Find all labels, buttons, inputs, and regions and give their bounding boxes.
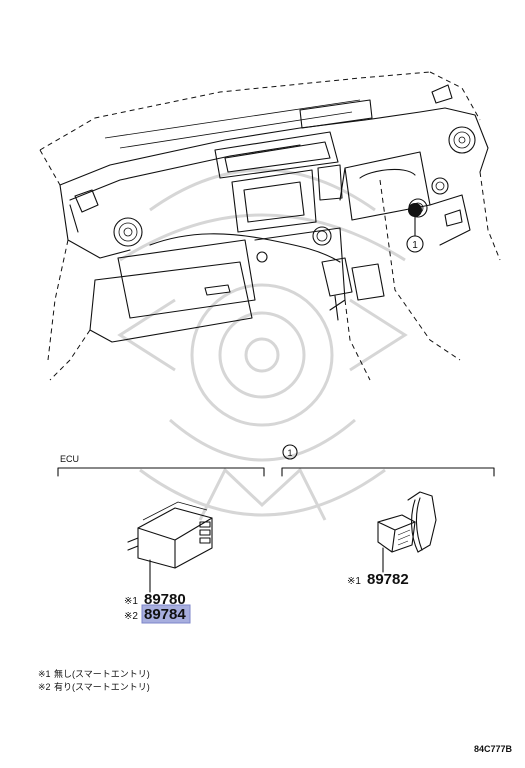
note-2: ※2 有り(スマートエントリ)	[38, 681, 150, 692]
dash-callout-number: 1	[412, 240, 418, 251]
callout-1-label: 1	[287, 448, 292, 458]
part-89782-mark: ※1	[347, 576, 361, 587]
ecu-group-label: ECU	[60, 454, 79, 464]
part-89780-mark: ※1	[124, 596, 138, 607]
notes: ※1 無し(スマートエントリ) ※2 有り(スマートエントリ)	[38, 668, 150, 692]
part-89784-mark: ※2	[124, 611, 138, 622]
ecu-group: ECU ※1 89780 ※2 89784	[57, 454, 265, 624]
part-89784-highlight	[141, 604, 191, 624]
note-1: ※1 無し(スマートエントリ)	[38, 668, 150, 679]
note-1-mark: ※1	[38, 669, 51, 679]
part-89784-number: 89784	[144, 606, 186, 623]
part-89782-number: 89782	[367, 571, 409, 588]
watermark-emblem	[117, 168, 408, 521]
part-89782-label[interactable]: ※1 89782	[347, 571, 409, 588]
part-89780-number: 89780	[144, 591, 186, 608]
part-89784-label[interactable]: ※2 89784	[124, 604, 191, 624]
note-2-text: 有り(スマートエントリ)	[54, 681, 150, 692]
dashboard-illustration	[39, 71, 501, 381]
dash-callout-marker[interactable]: 1	[406, 235, 424, 253]
ecu-module-drawing	[127, 501, 213, 593]
diagram-code: 84C777B	[474, 744, 513, 754]
part-89780-label[interactable]: ※1 89780	[124, 591, 186, 608]
sensor-bracket-drawing	[377, 491, 437, 573]
callout-1-group: 1 ※1 89782	[281, 444, 495, 588]
note-2-mark: ※2	[38, 682, 51, 692]
note-1-text: 無し(スマートエントリ)	[54, 668, 150, 679]
